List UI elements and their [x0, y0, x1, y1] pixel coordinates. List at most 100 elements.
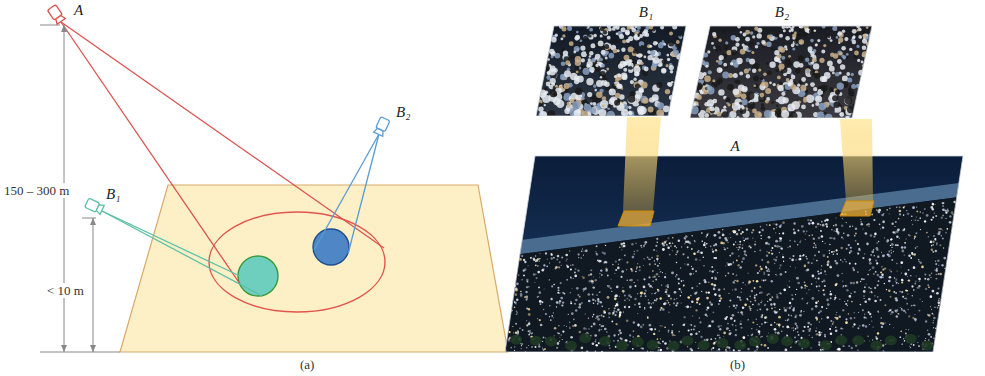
crowd-dot	[706, 85, 712, 91]
crowd-dot	[791, 84, 797, 90]
crowd-dot	[720, 242, 723, 245]
crowd-dot	[589, 67, 595, 73]
crowd-dot	[595, 344, 598, 347]
crowd-dot	[515, 304, 516, 305]
crowd-dot	[580, 40, 583, 43]
crowd-dot	[837, 59, 842, 64]
crowd-dot	[778, 63, 784, 69]
crowd-dot	[733, 305, 736, 308]
crowd-dot	[763, 73, 767, 77]
crowd-dot	[856, 281, 858, 283]
crowd-dot	[624, 299, 626, 301]
crowd-dot	[595, 318, 596, 319]
crowd-dot	[636, 266, 638, 268]
crowd-dot	[884, 304, 886, 306]
crowd-dot	[632, 256, 635, 259]
crowd-dot	[668, 329, 670, 331]
crowd-dot	[562, 26, 567, 31]
crowd-dot	[616, 286, 619, 289]
crowd-dot	[608, 53, 614, 59]
crowd-dot	[847, 78, 852, 83]
crowd-dot	[761, 103, 764, 106]
crowd-dot	[728, 333, 731, 336]
crowd-dot	[530, 257, 531, 258]
crowd-dot	[628, 95, 636, 103]
crowd-dot	[726, 329, 727, 330]
crowd-dot	[508, 341, 509, 342]
crowd-dot	[755, 45, 759, 49]
crowd-dot	[749, 58, 755, 64]
crowd-dot	[749, 296, 751, 298]
crowd-dot	[643, 278, 645, 280]
crowd-dot	[715, 45, 718, 48]
crowd-dot	[650, 50, 656, 56]
crowd-dot	[841, 237, 843, 239]
coverage-ellipse	[209, 212, 385, 312]
crowd-dot	[738, 229, 740, 231]
crowd-dot	[618, 264, 619, 265]
crowd-dot	[631, 270, 633, 272]
crowd-dot	[679, 33, 682, 36]
crowd-dot	[740, 327, 742, 329]
crowd-dot	[881, 252, 882, 253]
crowd-dot	[722, 111, 729, 118]
crowd-dot	[809, 29, 814, 34]
camera-icon	[44, 2, 94, 30]
crowd-dot	[917, 287, 919, 289]
photo-ground	[536, 26, 686, 116]
crowd-dot	[555, 85, 558, 88]
crowd-dot	[898, 313, 899, 314]
crowd-dot	[670, 70, 674, 74]
crowd-dot	[562, 82, 568, 88]
crowd-dot	[601, 329, 602, 330]
crowd-dot	[942, 238, 944, 240]
crowd-dot	[799, 314, 802, 317]
crowd-dot	[581, 347, 584, 350]
crowd-dot	[559, 261, 561, 263]
crowd-dot	[696, 297, 698, 299]
crowd-dot	[722, 72, 729, 79]
crowd-dot	[827, 35, 831, 39]
crowd-dot	[565, 60, 570, 65]
crowd-dot	[799, 255, 801, 257]
crowd-dot	[766, 251, 767, 252]
crowd-dot	[789, 112, 798, 118]
crowd-dot	[916, 211, 918, 213]
crowd-dot	[818, 273, 820, 275]
crowd-dot	[586, 64, 590, 68]
crowd-dot	[877, 274, 879, 276]
crowd-dot	[797, 244, 799, 246]
crowd-dot	[791, 327, 792, 328]
crowd-dot	[824, 270, 826, 272]
crowd-dot	[509, 331, 511, 333]
crowd-dot	[683, 324, 685, 326]
crowd-dot	[852, 282, 855, 285]
crowd-dot	[544, 87, 547, 90]
crowd-dot	[812, 275, 815, 278]
crowd-dot	[831, 325, 832, 326]
crowd-dot	[821, 235, 824, 238]
crowd-dot	[835, 284, 838, 287]
crowd-dot	[827, 264, 829, 266]
crowd-dot	[763, 271, 765, 273]
crowd-dot	[541, 301, 543, 303]
crowd-dot	[914, 219, 915, 220]
crowd-dot	[880, 271, 882, 273]
crowd-dot	[596, 91, 603, 98]
crowd-dot	[540, 303, 542, 305]
photo-border	[536, 26, 686, 116]
crowd-dot	[918, 278, 920, 280]
crowd-dot	[549, 279, 550, 280]
crowd-dot	[654, 276, 656, 278]
crowd-dot	[931, 219, 933, 221]
crowd-dot	[734, 320, 735, 321]
crowd-dot	[585, 249, 588, 252]
crowd-dot	[806, 231, 807, 232]
crowd-dot	[615, 93, 621, 99]
crowd-dot	[719, 300, 721, 302]
crowd-dot	[928, 286, 930, 288]
crowd-dot	[931, 273, 932, 274]
crowd-dot	[718, 294, 721, 297]
crowd-dot	[795, 68, 800, 73]
crowd-dot	[644, 292, 646, 294]
